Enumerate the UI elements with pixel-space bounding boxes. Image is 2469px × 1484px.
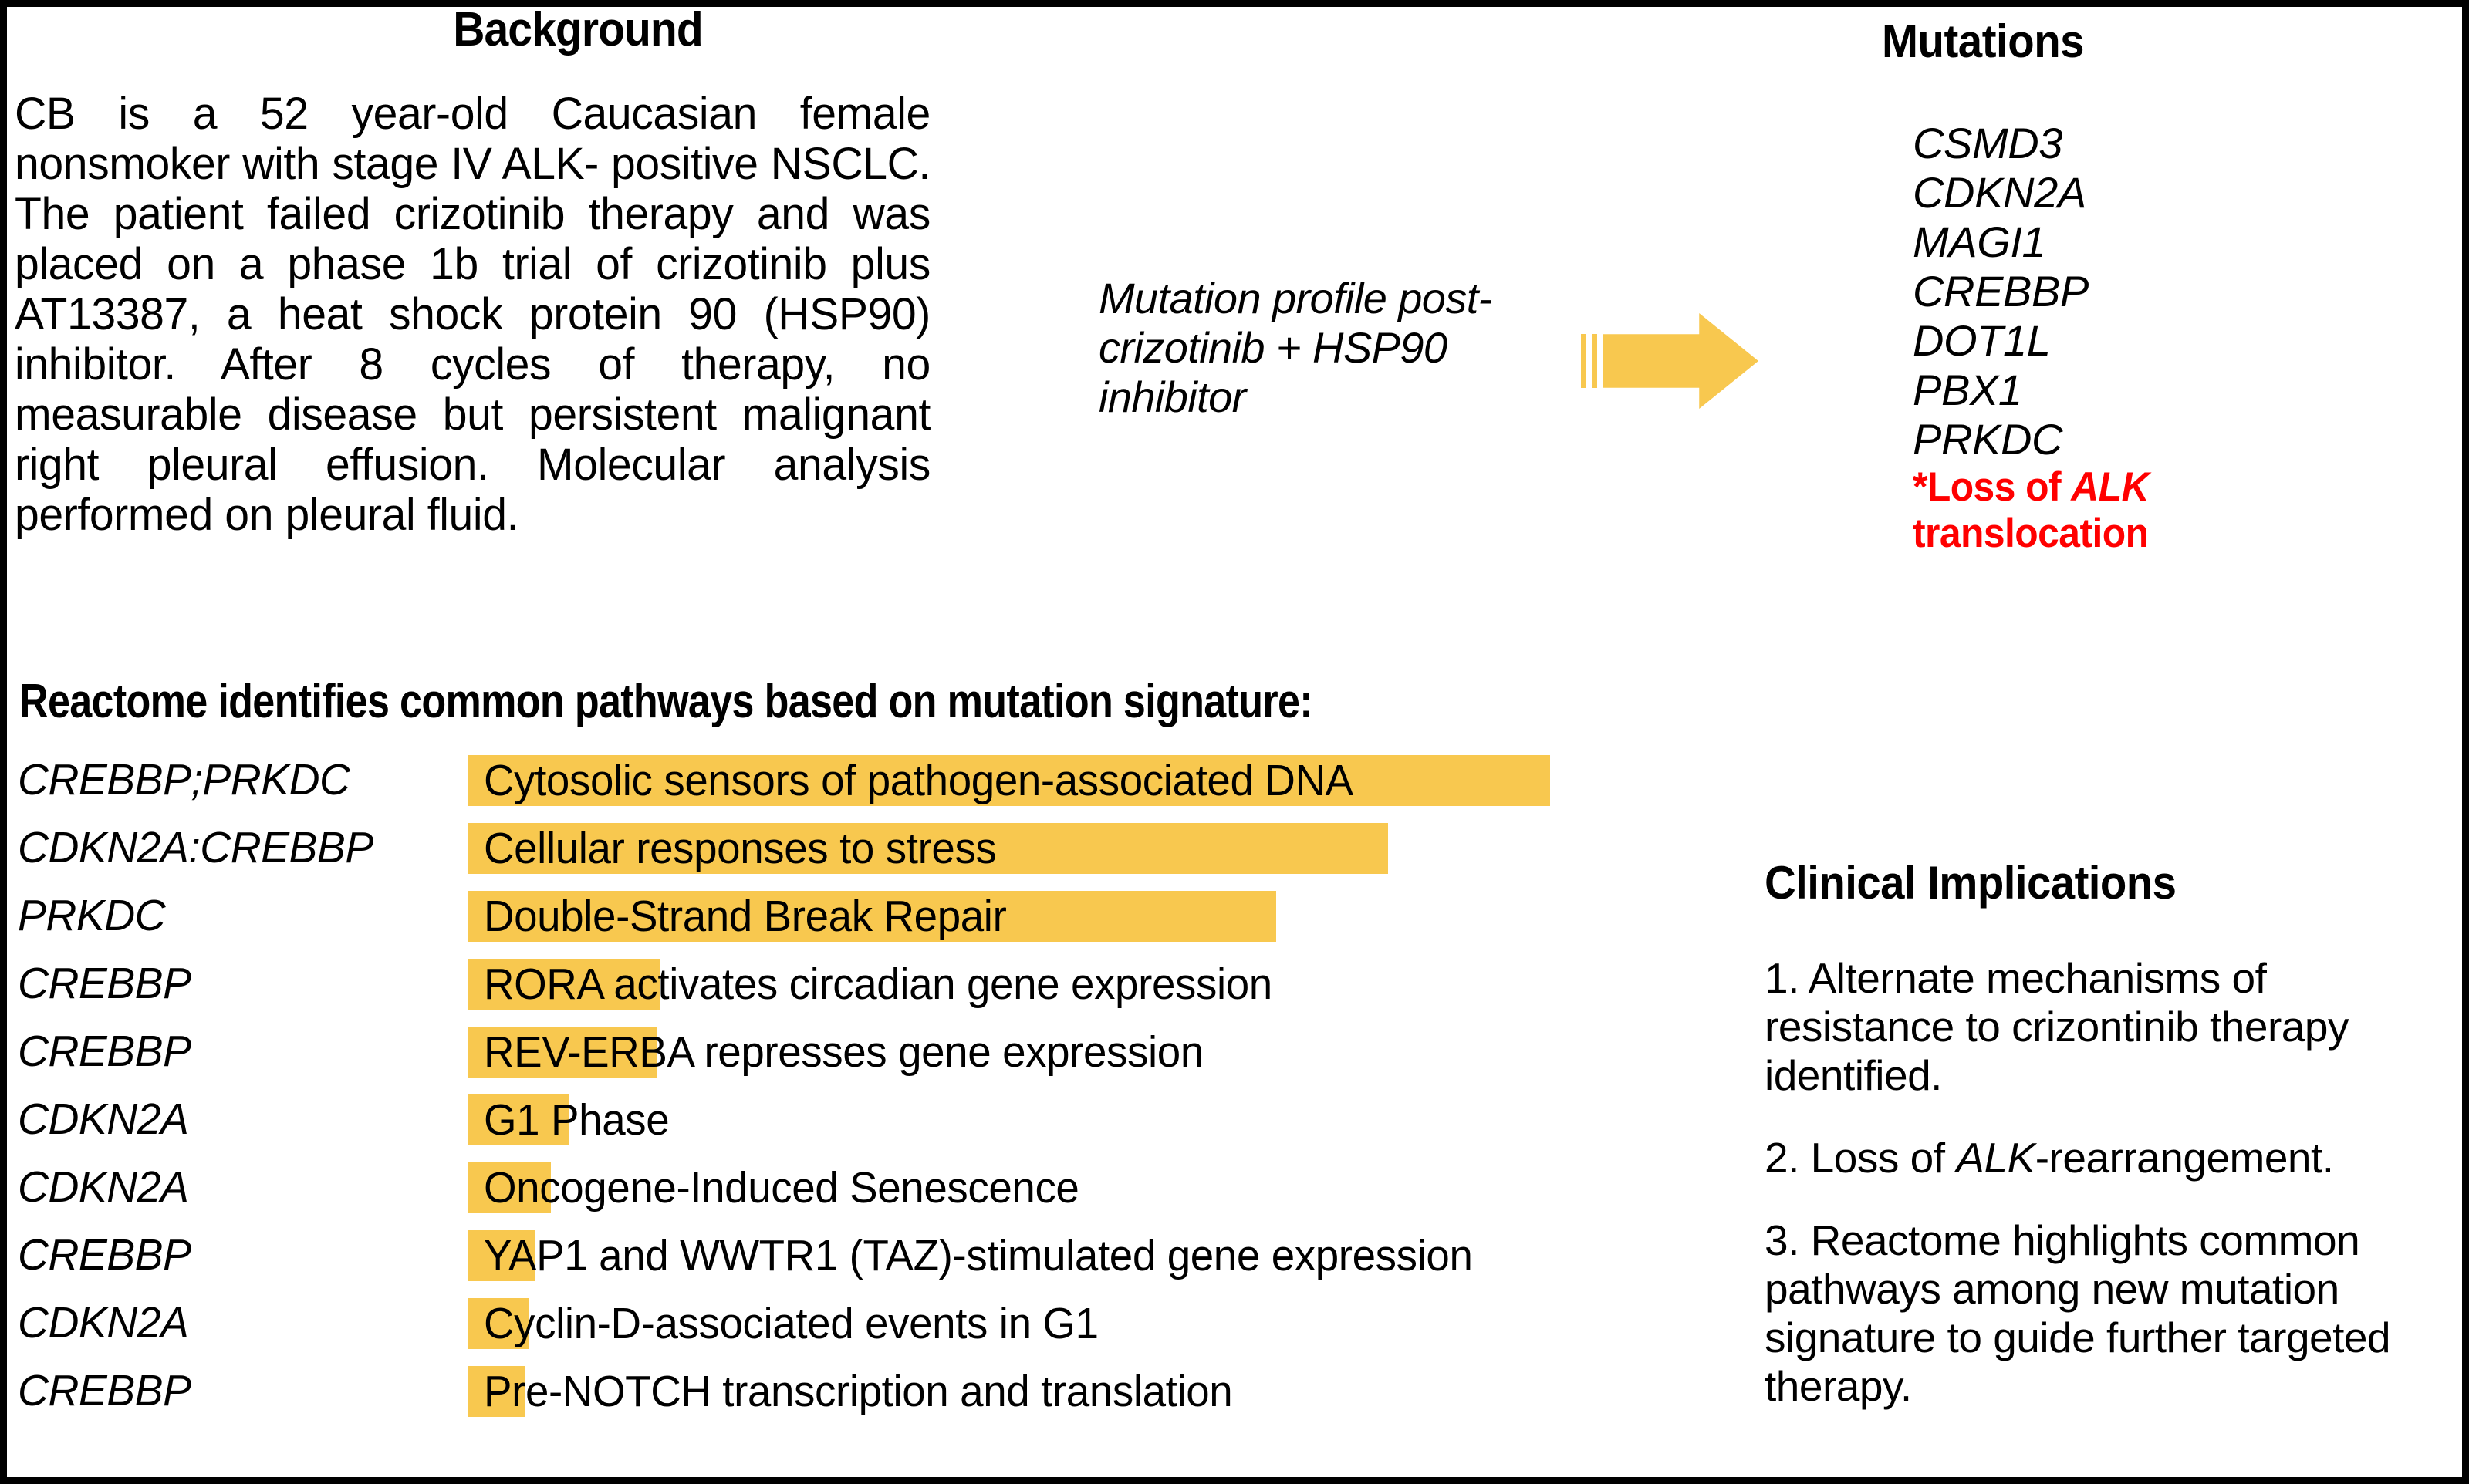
- alk-note-suffix: translocation: [1913, 511, 2149, 556]
- right-arrow-icon: [1581, 313, 1758, 409]
- pathway-gene-label: CREBBP: [18, 1027, 191, 1076]
- pathway-row: CDKN2A Oncogene-Induced Senescence: [7, 1156, 1782, 1224]
- pathway-row: PRKDC Double-Strand Break Repair: [7, 885, 1782, 953]
- clinical-implication-item: 2. Loss of ALK-rearrangement.: [1765, 1134, 2459, 1182]
- mutation-item: CREBBP: [1913, 267, 2089, 315]
- background-body-text: CB is a 52 year-old Caucasian female non…: [15, 89, 931, 540]
- pathway-row: CDKN2A Cyclin-D-associated events in G1: [7, 1292, 1782, 1360]
- pathway-gene-label: CREBBP: [18, 959, 191, 1008]
- pathway-bar: [468, 755, 1550, 806]
- clinical-implications-list: 1. Alternate mechanisms of resistance to…: [1765, 954, 2459, 1445]
- mutation-item: PRKDC: [1913, 415, 2063, 464]
- pathway-row: CREBBP Pre-NOTCH transcription and transl…: [7, 1360, 1782, 1428]
- pathway-row: CREBBP REV-ERBA represses gene expression: [7, 1020, 1782, 1088]
- pathway-bar: [468, 823, 1388, 874]
- pathway-row: CDKN2A G1 Phase: [7, 1088, 1782, 1156]
- pathway-name-label: Cellular responses to stress: [484, 824, 997, 873]
- mutations-title: Mutations: [1882, 15, 2085, 67]
- alk-note-gene: ALK: [2071, 464, 2149, 510]
- alk-note-prefix: *Loss of: [1913, 464, 2072, 510]
- pathway-name-label: Oncogene-Induced Senescence: [484, 1163, 1079, 1212]
- pathway-gene-label: CDKN2A: [18, 1094, 189, 1144]
- pathway-gene-label: CREBBP: [18, 1230, 191, 1280]
- pathway-bar: [468, 1027, 657, 1078]
- mutation-item: PBX1: [1913, 366, 2022, 414]
- clinical-implication-item: 1. Alternate mechanisms of resistance to…: [1765, 954, 2459, 1100]
- pathway-bar: [468, 1162, 551, 1213]
- pathway-bar: [468, 1298, 529, 1349]
- pathway-row: CDKN2A:CREBBP Cellular responses to stres…: [7, 817, 1782, 885]
- mutation-item: CSMD3: [1913, 119, 2063, 167]
- reactome-heading: Reactome identifies common pathways base…: [19, 675, 1313, 728]
- clinical-text-tail: -rearrangement.: [2035, 1134, 2334, 1182]
- arrow-body: [1603, 313, 1758, 409]
- clinical-text: 1. Alternate mechanisms of resistance to…: [1765, 954, 2349, 1099]
- arrow-stripe-1: [1581, 334, 1586, 388]
- clinical-gene-emphasis: ALK: [1956, 1134, 2035, 1182]
- pathway-gene-label: CDKN2A:CREBBP: [18, 823, 373, 872]
- pathway-gene-label: PRKDC: [18, 891, 166, 940]
- alk-loss-note: *Loss of ALK translocation: [1913, 464, 2377, 557]
- arrow-stripe-2: [1592, 334, 1597, 388]
- mutation-item: MAGI1: [1913, 218, 2046, 266]
- pathway-name-label: Cyclin-D-associated events in G1: [484, 1299, 1099, 1348]
- pathway-row: CREBBP;PRKDC Cytosolic sensors of pathoge…: [7, 749, 1782, 817]
- pathway-name-label: Cytosolic sensors of pathogen-associated…: [484, 756, 1353, 805]
- background-title: Background: [453, 3, 704, 56]
- pathway-name-label: Double-Strand Break Repair: [484, 892, 1007, 941]
- pathway-name-label: REV-ERBA represses gene expression: [484, 1027, 1204, 1077]
- pathway-gene-label: CREBBP: [18, 1366, 191, 1415]
- pathway-name-label: RORA activates circadian gene expression: [484, 960, 1272, 1009]
- pathway-row: CREBBP YAP1 and WWTR1 (TAZ)-stimulated ge…: [7, 1224, 1782, 1292]
- pathway-gene-label: CREBBP;PRKDC: [18, 755, 350, 804]
- clinical-text: 2. Loss of: [1765, 1134, 1957, 1182]
- pathway-gene-label: CDKN2A: [18, 1162, 189, 1212]
- pathway-bar: [468, 891, 1276, 942]
- pathway-row: CREBBP RORA activates circadian gene expr…: [7, 953, 1782, 1020]
- flow-caption: Mutation profile post-crizotinib + HSP90…: [1099, 274, 1492, 421]
- pathway-bar: [468, 1366, 525, 1417]
- pathway-name-label: YAP1 and WWTR1 (TAZ)-stimulated gene exp…: [484, 1231, 1473, 1280]
- mutation-item: DOT1L: [1913, 316, 2051, 365]
- pathway-bar: [468, 1094, 569, 1145]
- clinical-implications-title: Clinical Implications: [1765, 857, 2177, 909]
- pathway-bar-chart: CREBBP;PRKDC Cytosolic sensors of pathoge…: [7, 749, 1782, 1428]
- pathway-bar: [468, 1230, 535, 1281]
- clinical-text: 3. Reactome highlights common pathways a…: [1765, 1216, 2391, 1410]
- mutations-list: CSMD3 CDKN2A MAGI1 CREBBP DOT1L PBX1 PRK…: [1913, 119, 2453, 557]
- mutation-item: CDKN2A: [1913, 168, 2086, 217]
- pathway-gene-label: CDKN2A: [18, 1298, 189, 1347]
- pathway-bar: [468, 959, 660, 1010]
- pathway-name-label: G1 Phase: [484, 1095, 670, 1145]
- pathway-name-label: Pre-NOTCH transcription and translation: [484, 1367, 1233, 1416]
- clinical-implication-item: 3. Reactome highlights common pathways a…: [1765, 1216, 2459, 1411]
